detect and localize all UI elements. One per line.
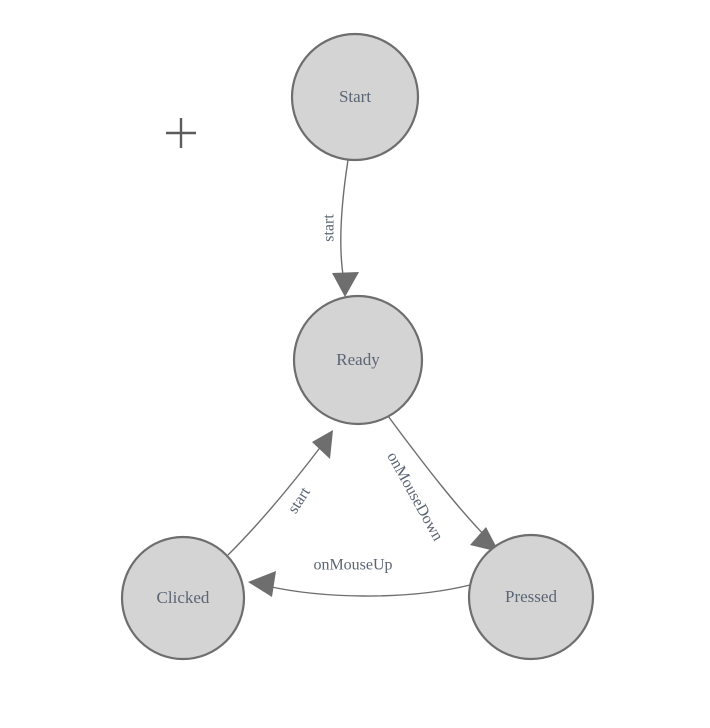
edge-pressed-to-clicked-arrowhead bbox=[248, 571, 276, 597]
node-clicked[interactable]: Clicked bbox=[120, 535, 246, 661]
edge-pressed-to-clicked[interactable]: onMouseUp bbox=[248, 557, 471, 597]
edge-clicked-to-ready[interactable]: start bbox=[227, 430, 333, 556]
edge-start-to-ready-arrowhead bbox=[332, 272, 359, 297]
node-start-circle[interactable] bbox=[290, 32, 420, 162]
node-start[interactable]: Start bbox=[290, 32, 420, 162]
edge-ready-to-pressed[interactable]: onMouseDown bbox=[383, 415, 499, 552]
crosshair-icon bbox=[166, 118, 196, 148]
edge-clicked-to-ready-path bbox=[227, 444, 323, 556]
node-clicked-circle[interactable] bbox=[120, 535, 246, 661]
edge-clicked-to-ready-arrowhead bbox=[312, 430, 333, 459]
edge-pressed-to-clicked-path bbox=[266, 584, 471, 597]
node-pressed-circle[interactable] bbox=[467, 533, 595, 661]
edge-ready-to-pressed-path bbox=[387, 415, 491, 542]
edge-start-to-ready[interactable]: start bbox=[321, 159, 359, 297]
edge-pressed-to-clicked-label: onMouseUp bbox=[313, 557, 392, 574]
edge-ready-to-pressed-arrowhead bbox=[470, 527, 499, 552]
edge-ready-to-pressed-label: onMouseDown bbox=[383, 449, 446, 544]
node-ready[interactable]: Ready bbox=[292, 294, 424, 426]
edge-start-to-ready-label: start bbox=[321, 214, 338, 242]
edge-clicked-to-ready-label: start bbox=[285, 484, 315, 517]
node-ready-circle[interactable] bbox=[292, 294, 424, 426]
edge-start-to-ready-path bbox=[340, 159, 349, 282]
node-pressed[interactable]: Pressed bbox=[467, 533, 595, 661]
